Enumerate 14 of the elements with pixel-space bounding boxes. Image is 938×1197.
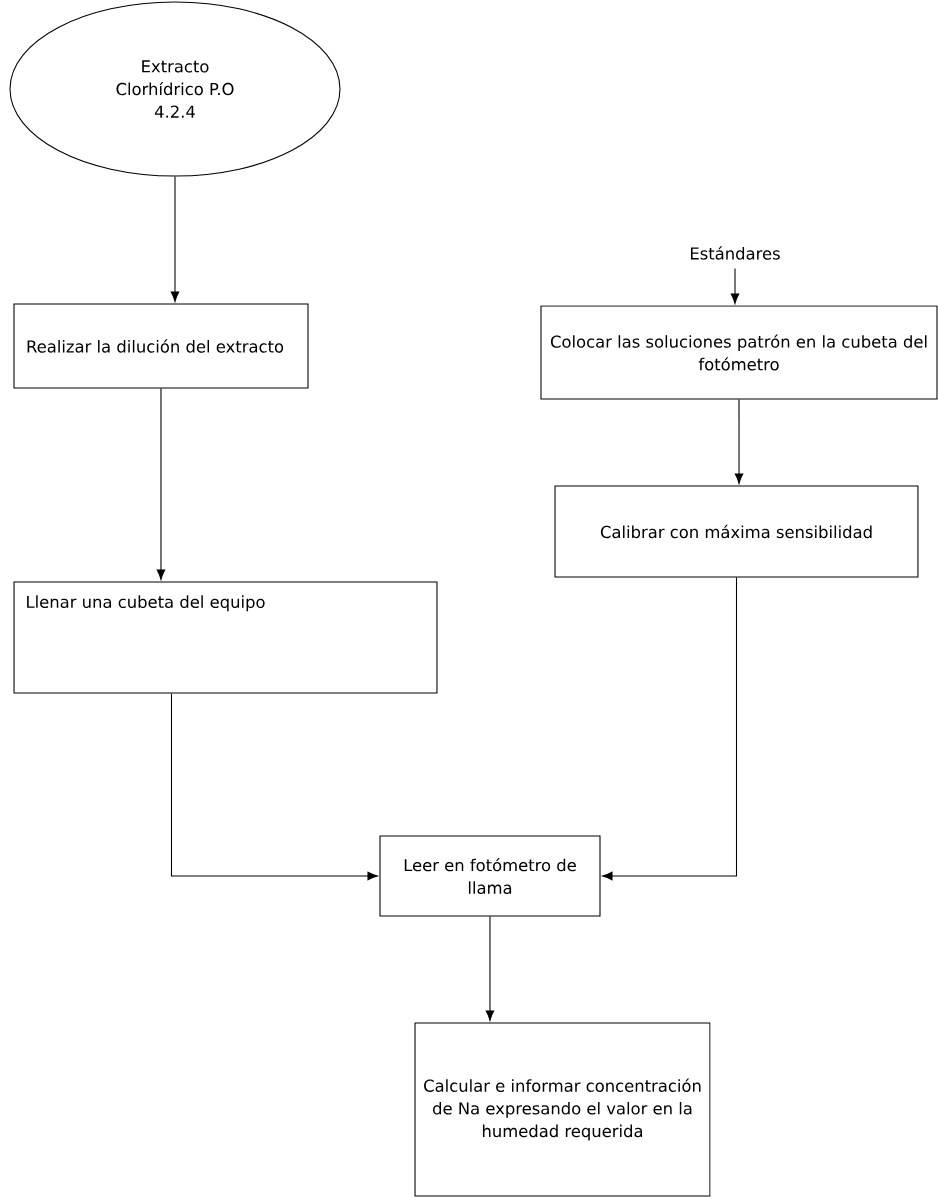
arrow bbox=[170, 692, 378, 881]
arrow bbox=[730, 268, 740, 304]
process-box: Calcular e informar concentración de Na expresando el valor en la humedad requerida bbox=[414, 1022, 711, 1197]
process-box: Realizar la dilución del extracto bbox=[13, 303, 309, 389]
process-box: Calibrar con máxima sensibilidad bbox=[554, 485, 919, 578]
arrow bbox=[734, 399, 744, 484]
arrow bbox=[170, 176, 180, 302]
arrow bbox=[156, 388, 166, 580]
process-box: Llenar una cubeta del equipo bbox=[13, 581, 438, 694]
process-box: Leer en fotómetro de llama bbox=[379, 835, 601, 917]
input-label: Estándares bbox=[691, 246, 780, 260]
arrow bbox=[602, 576, 738, 881]
arrow bbox=[485, 916, 495, 1021]
process-box: Colocar las soluciones patrón en la cubeta del fotómetro bbox=[540, 305, 938, 400]
